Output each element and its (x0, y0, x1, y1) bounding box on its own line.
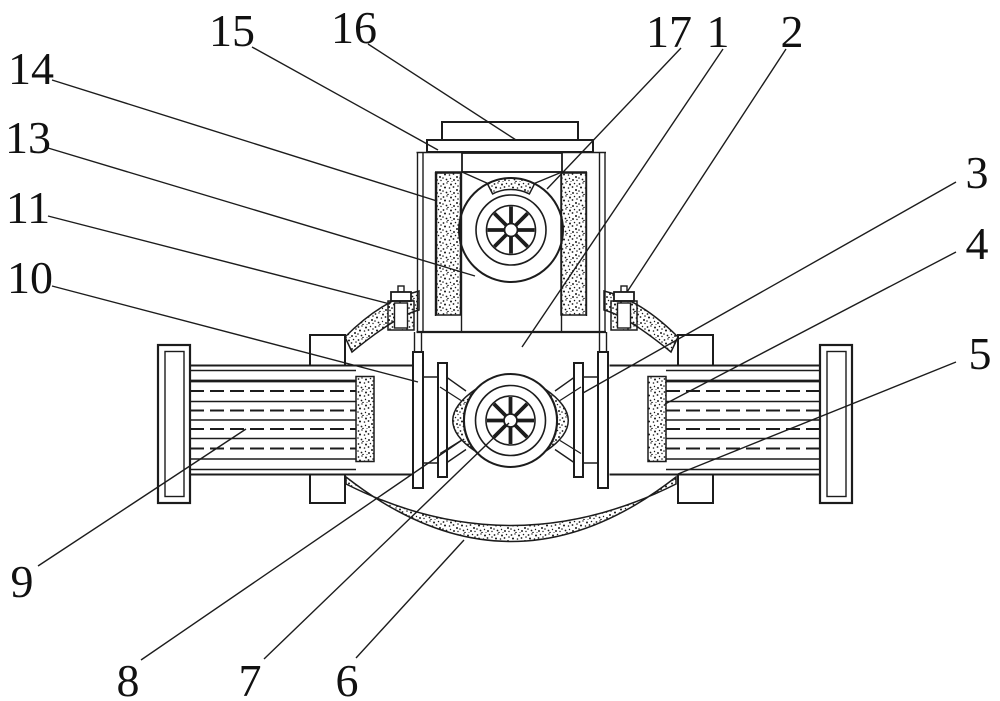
leader-17 (546, 47, 682, 190)
flange-plate-inner-left (437, 362, 448, 478)
leader-4 (664, 251, 957, 405)
leader-13 (47, 147, 476, 277)
housing-lining-left (435, 172, 462, 316)
tube-lines (666, 400, 820, 460)
housing-lining-right (560, 172, 587, 316)
end-flange-right (818, 343, 854, 505)
label-10: 10 (7, 252, 53, 303)
pipe-inner-walls (666, 369, 820, 471)
leader-14 (51, 79, 438, 202)
leader-7 (263, 422, 510, 660)
bolt-slot (393, 302, 409, 329)
label-11: 11 (6, 182, 50, 233)
label-14: 14 (8, 43, 54, 94)
pipe-junction-band-right (647, 375, 667, 463)
label-2: 2 (781, 6, 804, 57)
support-block-bottom-left (309, 473, 346, 504)
leader-11 (47, 215, 391, 305)
label-13: 13 (5, 112, 51, 163)
cone-lines-center-inner (439, 386, 582, 455)
cone-lines-top (461, 171, 563, 185)
leader-3 (582, 181, 957, 394)
support-block-top-right (677, 334, 714, 367)
leader-16 (367, 43, 517, 141)
inner-cap (461, 152, 563, 173)
center-impeller (463, 373, 558, 468)
pipe-outer-walls (190, 364, 414, 476)
leader-5 (677, 361, 957, 475)
label-16: 16 (331, 2, 377, 53)
pipe-inner-walls (190, 369, 356, 471)
label-1: 1 (707, 6, 730, 57)
tube-centerlines (190, 390, 356, 450)
top-housing (416, 121, 606, 334)
leader-8 (140, 439, 463, 661)
pipe-junction-band-left (355, 375, 375, 463)
label-7: 7 (239, 655, 262, 701)
top-cap (441, 121, 579, 141)
volute-bottom-band (345, 475, 677, 543)
label-8: 8 (117, 655, 140, 701)
end-flange-right-inner (826, 350, 847, 498)
label-9: 9 (11, 556, 34, 607)
leader-15 (251, 46, 439, 151)
label-3: 3 (966, 147, 989, 198)
leader-lines (37, 43, 957, 661)
neck-lines (413, 332, 608, 352)
tube-lines (190, 400, 356, 460)
support-block-bottom-right (677, 473, 714, 504)
top-impeller (458, 177, 564, 283)
pipe-outer-walls (609, 364, 820, 476)
label-5: 5 (969, 328, 992, 379)
end-flange-left-inner (164, 350, 185, 498)
leader-9 (37, 428, 247, 567)
top-impeller-hub (503, 222, 519, 238)
top-impeller-outer (458, 177, 564, 283)
bolt-cap (613, 291, 635, 302)
leader-6 (355, 539, 465, 659)
housing-walls (416, 152, 606, 332)
chamber-walls (460, 172, 563, 332)
label-4: 4 (966, 218, 989, 269)
top-impeller-rim (485, 204, 537, 256)
leader-2 (626, 48, 787, 293)
jack-bolt-left (387, 285, 415, 331)
right-pipe (609, 343, 854, 505)
top-flange-plate (426, 139, 594, 153)
support-blocks (309, 334, 714, 504)
leader-10 (51, 285, 419, 383)
flange-plate-inner-right (573, 362, 584, 478)
end-flange-left (156, 343, 192, 505)
bolt-cap (390, 291, 412, 302)
center-impeller-outer (463, 373, 558, 468)
label-6: 6 (336, 655, 359, 701)
label-17: 17 (646, 6, 692, 57)
cone-lines-center (446, 376, 575, 464)
label-15: 15 (209, 5, 255, 56)
flange-plate-outer-left (412, 351, 424, 489)
part-labels: 15 16 17 1 2 14 13 11 10 3 4 5 9 8 7 6 (5, 2, 992, 701)
jack-bolt-right (610, 285, 638, 331)
bolt-slot (616, 302, 632, 329)
flange-plate-outer-right (597, 351, 609, 489)
leader-1 (521, 48, 724, 348)
center-impeller-rim (485, 395, 536, 446)
plate-gap-walls (423, 376, 598, 464)
